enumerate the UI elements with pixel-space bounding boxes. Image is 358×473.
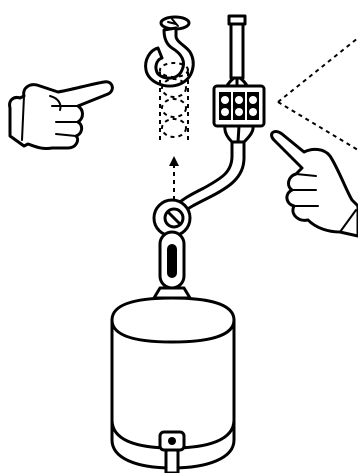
ceiling-hook-icon: [144, 15, 195, 140]
upward-arrow-icon: [169, 156, 179, 200]
callout-lines: [277, 37, 358, 151]
terminal-block-icon: [172, 14, 266, 214]
pointing-hand-icon: [270, 130, 358, 238]
pointing-hand-icon: [8, 80, 114, 150]
suspension-bracket-icon: [152, 198, 192, 306]
lamp-canopy-icon: [110, 296, 236, 473]
